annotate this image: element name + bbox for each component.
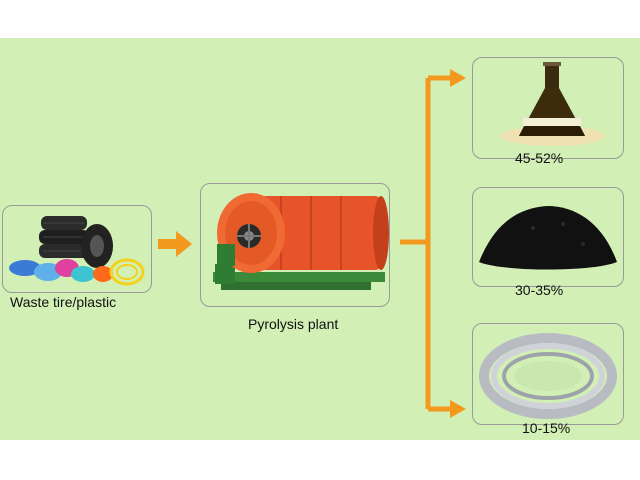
output-card-steel — [472, 323, 624, 425]
carbon-black-pile-icon — [479, 206, 617, 270]
arrow-right-icon — [158, 231, 192, 257]
pyrolysis-reactor-icon — [213, 193, 389, 290]
output-percent-steel: 10-15% — [522, 420, 571, 436]
output-percent-oil: 45-52% — [515, 150, 564, 166]
oil-flask-icon — [501, 62, 605, 146]
process-label: Pyrolysis plant — [248, 316, 339, 332]
process-card — [200, 183, 390, 307]
input-card — [2, 205, 152, 293]
input-label: Waste tire/plastic — [10, 294, 117, 310]
output-card-oil — [472, 57, 624, 159]
output-percent-carbon: 30-35% — [515, 282, 564, 298]
steel-wire-coil-icon — [479, 333, 617, 419]
branch-connector — [400, 69, 466, 418]
tire-plastic-pile-icon — [9, 216, 145, 286]
output-card-carbon — [472, 187, 624, 287]
